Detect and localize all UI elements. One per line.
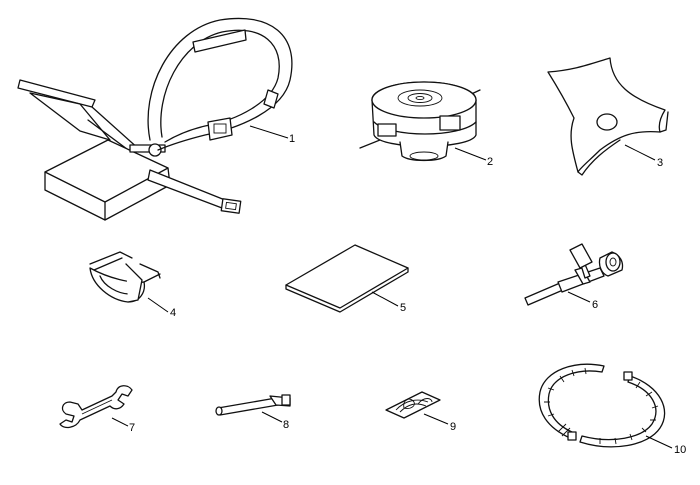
part-number-4: 4 <box>170 307 176 319</box>
line-card-part <box>385 391 441 419</box>
part-number-2: 2 <box>487 156 493 168</box>
open-wrench-part <box>59 385 133 429</box>
part-number-7: 7 <box>129 422 135 434</box>
part-number-1: 1 <box>289 133 295 145</box>
part-number-8: 8 <box>283 419 289 431</box>
manual-part <box>285 244 409 313</box>
part-number-10: 10 <box>674 444 686 456</box>
part-number-5: 5 <box>400 302 406 314</box>
blade-cover-part <box>538 363 666 448</box>
blade-part <box>547 57 669 176</box>
trimmer-head-part <box>359 81 481 162</box>
part-number-3: 3 <box>657 157 663 169</box>
spark-plug-wrench-part <box>524 243 624 306</box>
blade-guard-clip-part <box>89 251 161 303</box>
part-number-6: 6 <box>592 299 598 311</box>
harness-part <box>17 17 293 221</box>
hex-key-part <box>215 394 291 416</box>
part-number-9: 9 <box>450 421 456 433</box>
